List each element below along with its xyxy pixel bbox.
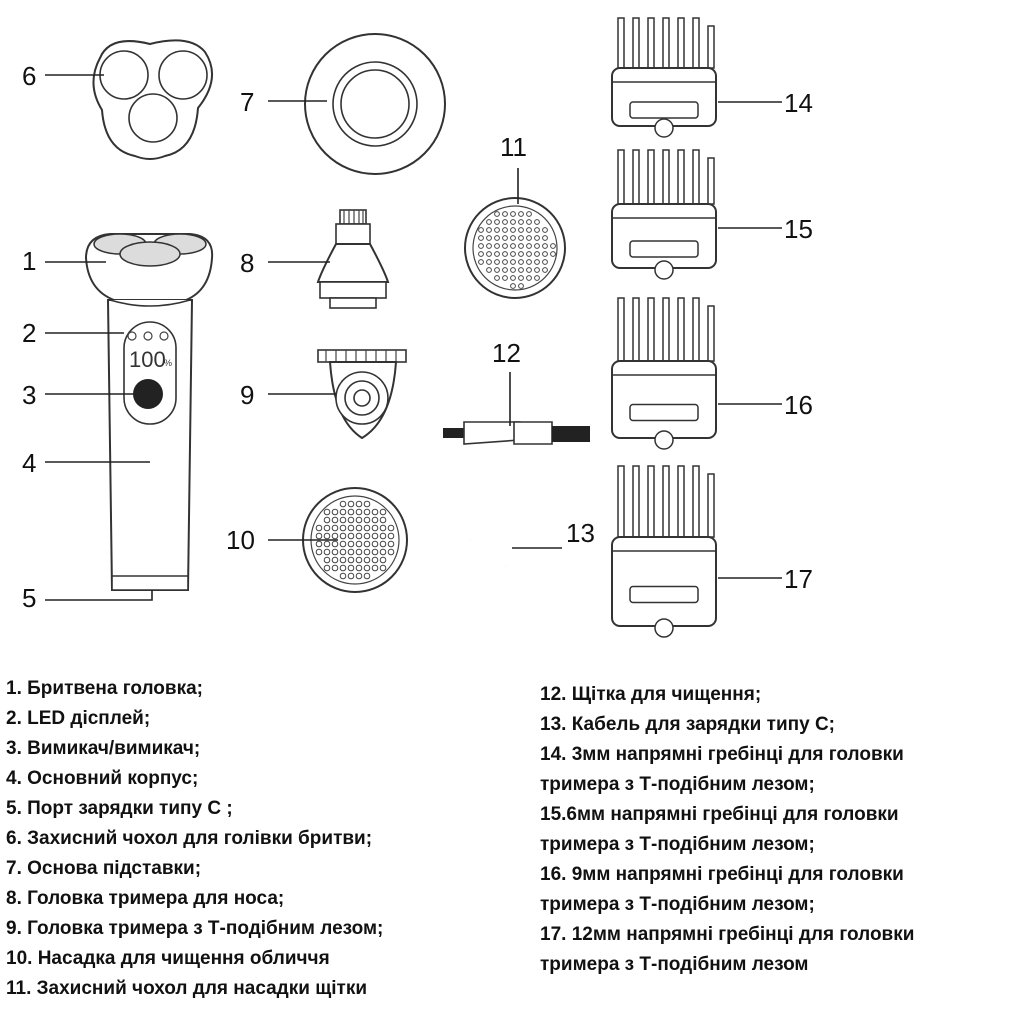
legend-item-6: 6. Захисний чохол для голівки бритви; (6, 828, 373, 849)
t-blade-trimmer-drawing (317, 349, 407, 440)
legend-item-2: 2. LED дісплей; (6, 708, 151, 729)
legend-item-8: 8. Головка тримера для носа; (6, 888, 285, 909)
legend-item-5: 5. Порт зарядки типу С ; (6, 798, 233, 819)
stand-base-drawing (304, 33, 446, 175)
legend-item-16: 16. 9мм напрямні гребінці для головки (540, 864, 904, 885)
callout-11: 11 (500, 132, 527, 162)
legend-item-12: 12. Щітка для чищення; (540, 684, 762, 705)
legend-item-14: 14. 3мм напрямні гребінці для головки (540, 744, 904, 765)
callout-13: 13 (566, 518, 595, 548)
callout-16: 16 (784, 390, 813, 420)
nose-trimmer-drawing (316, 209, 390, 309)
legend-item-17-cont: тримера з Т-подібним лезом (540, 954, 809, 975)
leader-line-5 (45, 590, 153, 601)
legend-item-7: 7. Основа підставки; (6, 858, 202, 879)
callout-3: 3 (22, 380, 37, 410)
legend-item-14-cont: тримера з Т-подібним лезом; (540, 774, 815, 795)
callout-17: 17 (784, 564, 813, 594)
legend-item-16-cont: тримера з Т-подібним лезом; (540, 894, 815, 915)
callout-6: 6 (22, 61, 37, 91)
face-brush-drawing (302, 487, 408, 593)
legend-item-15: 15.6мм напрямні гребінці для головки (540, 804, 899, 825)
legend-left-column: 1. Бритвена головка; 2. LED дісплей; 3. … (6, 674, 383, 1004)
guide-combs-drawing (611, 17, 717, 638)
shaver-head-cover-drawing (92, 39, 214, 160)
brush-cover-drawing (464, 197, 566, 299)
legend-item-1: 1. Бритвена головка; (6, 678, 203, 699)
callout-8: 8 (240, 248, 255, 278)
cleaning-brush-drawing (443, 421, 590, 445)
callout-4: 4 (22, 448, 37, 478)
led-display-unit: % (164, 358, 172, 368)
legend-item-4: 4. Основний корпус; (6, 768, 199, 789)
callout-5: 5 (22, 583, 37, 613)
legend-item-13: 13. Кабель для зарядки типу С; (540, 714, 836, 735)
callout-1: 1 (22, 246, 37, 276)
legend-item-17: 17. 12мм напрямні гребінці для головки (540, 924, 915, 945)
legend-item-10: 10. Насадка для чищення обличчя (6, 948, 330, 969)
charging-cable-drawing (447, 535, 529, 575)
callout-15: 15 (784, 214, 813, 244)
callout-7: 7 (240, 87, 255, 117)
exploded-parts-diagram: 100 % (45, 17, 782, 638)
legend-item-3: 3. Вимикач/вимикач; (6, 738, 201, 759)
legend-right-column: 12. Щітка для чищення; 13. Кабель для за… (540, 680, 914, 980)
legend-item-11: 11. Захисний чохол для насадки щітки (6, 978, 368, 999)
callout-10: 10 (226, 525, 255, 555)
led-display-reading: 100 (129, 347, 166, 372)
legend-item-15-cont: тримера з Т-подібним лезом; (540, 834, 815, 855)
callout-12: 12 (492, 338, 521, 368)
callout-9: 9 (240, 380, 255, 410)
legend-item-9: 9. Головка тримера з Т-подібним лезом; (6, 918, 384, 939)
callout-2: 2 (22, 318, 37, 348)
shaver-body-drawing (84, 233, 214, 591)
callout-14: 14 (784, 88, 813, 118)
